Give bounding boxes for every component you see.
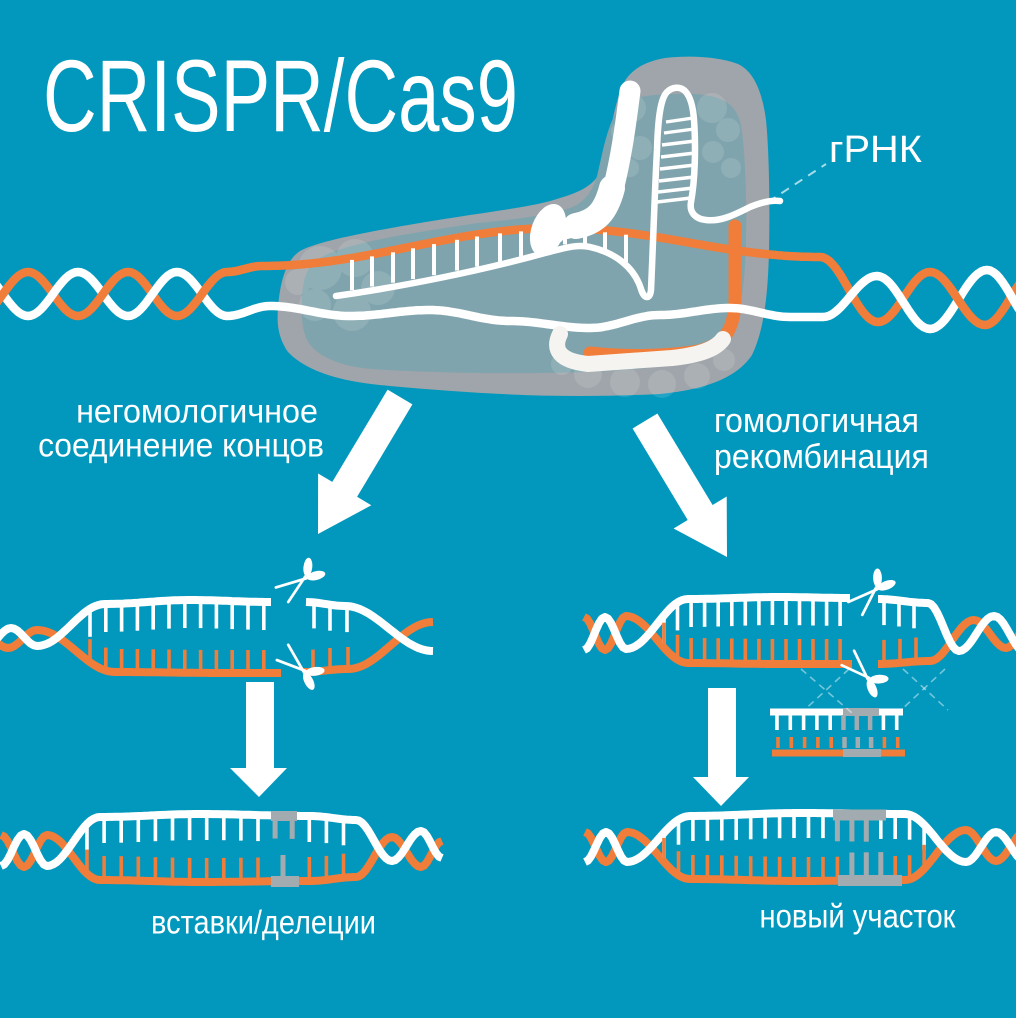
svg-text:рекомбинация: рекомбинация — [714, 438, 929, 476]
svg-text:гомологичная: гомологичная — [714, 402, 919, 440]
svg-text:CRISPR/Cas9: CRISPR/Cas9 — [43, 38, 518, 152]
svg-text:негомологичное: негомологичное — [76, 392, 318, 429]
svg-text:вставки/делеции: вставки/делеции — [151, 904, 376, 941]
svg-text:новый участок: новый участок — [760, 898, 956, 935]
svg-text:гРНК: гРНК — [829, 129, 922, 171]
svg-text:соединение концов: соединение концов — [38, 427, 324, 464]
